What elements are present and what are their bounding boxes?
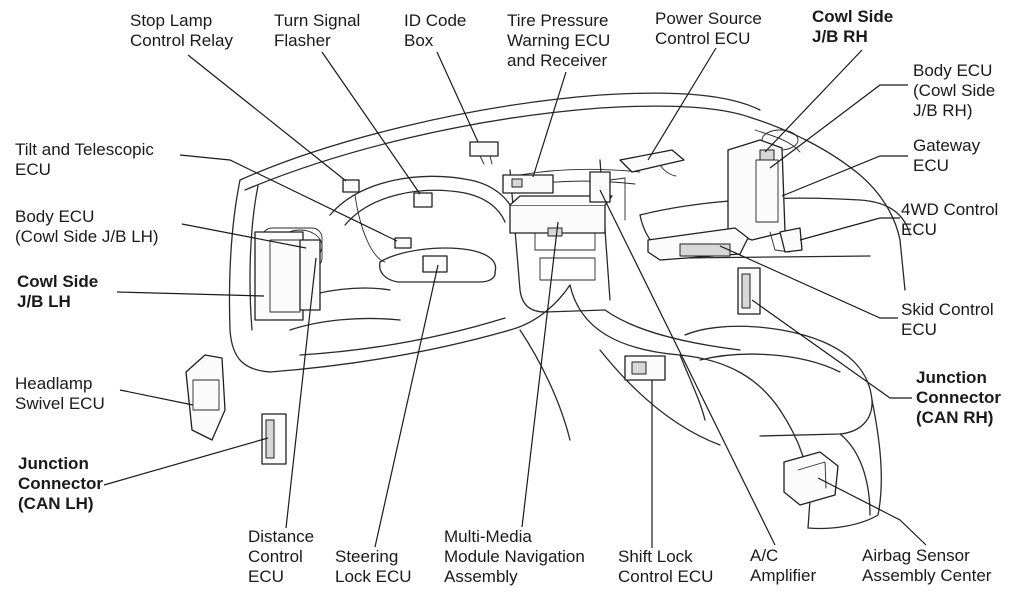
skid-control-ecu-line-2: ECU <box>901 320 937 339</box>
junction-connector-can-lh-line-2: Connector <box>18 474 103 493</box>
distance-control-ecu-line-1: Distance <box>248 527 314 546</box>
shift-lock-control-ecu-line-2: Control ECU <box>618 567 713 586</box>
multi-media-module-navigation-assembly-line-1: Multi-Media <box>444 527 532 546</box>
leader-cowl-side-jb-rh <box>764 49 863 153</box>
leader-multi-media-module-navigation-assembly <box>521 221 559 528</box>
leader-power-source-control-ecu <box>647 47 717 161</box>
leader-body-ecu-cowl-side-jb-lh <box>181 223 307 249</box>
skid-control-ecu-line-1: Skid Control <box>901 300 994 319</box>
leader-gateway-ecu <box>781 155 908 197</box>
cowl-side-jb-lh-line-1: Cowl Side <box>17 272 98 291</box>
headlamp-swivel-ecu-line-1: Headlamp <box>15 374 93 393</box>
leader-turn-signal-flasher <box>321 51 421 195</box>
ac-amplifier-line-2: Amplifier <box>750 566 816 585</box>
shift-lock-control-ecu-line-1: Shift Lock <box>618 547 693 566</box>
4wd-control-ecu-line-2: ECU <box>901 220 937 239</box>
junction-connector-can-rh-line-1: Junction <box>916 368 987 387</box>
power-source-control-ecu-line-2: Control ECU <box>655 29 750 48</box>
body-ecu-cowl-side-jb-lh-line-1: Body ECU <box>15 207 94 226</box>
body-ecu-cowl-side-jb-rh-line-3: J/B RH) <box>913 101 973 120</box>
leader-junction-connector-can-lh <box>103 437 269 486</box>
stop-lamp-control-relay-line-2: Control Relay <box>130 31 233 50</box>
junction-connector-can-rh-line-2: Connector <box>916 388 1001 407</box>
multi-media-module-navigation-assembly-line-2: Module Navigation <box>444 547 585 566</box>
id-code-box-line-1: ID Code <box>404 11 466 30</box>
cowl-side-jb-lh-line-2: J/B LH <box>17 292 71 311</box>
leader-stop-lamp-control-relay <box>187 54 347 182</box>
stop-lamp-control-relay-line-1: Stop Lamp <box>130 11 212 30</box>
leader-tilt-and-telescopic-ecu <box>179 154 398 242</box>
body-ecu-cowl-side-jb-lh-line-2: (Cowl Side J/B LH) <box>15 227 159 246</box>
body-ecu-cowl-side-jb-rh-line-2: (Cowl Side <box>913 81 995 100</box>
leader-lines <box>103 47 927 548</box>
steering-lock-ecu-line-1: Steering <box>335 547 398 566</box>
distance-control-ecu-line-3: ECU <box>248 567 284 586</box>
gateway-ecu-line-2: ECU <box>913 156 949 175</box>
tire-pressure-warning-ecu-line-1: Tire Pressure <box>507 11 608 30</box>
cowl-side-jb-rh-line-2: J/B RH <box>812 27 868 46</box>
leader-junction-connector-can-rh <box>751 299 912 399</box>
components <box>185 139 839 506</box>
junction-connector-can-rh-line-3: (CAN RH) <box>916 408 993 427</box>
body-ecu-cowl-side-jb-rh-line-1: Body ECU <box>913 61 992 80</box>
leader-ac-amplifier <box>599 189 776 546</box>
tilt-and-telescopic-ecu-line-1: Tilt and Telescopic <box>15 140 154 159</box>
airbag-sensor-assembly-center-line-2: Assembly Center <box>862 566 992 585</box>
multi-media-module-navigation-assembly-line-3: Assembly <box>444 567 518 586</box>
tire-pressure-warning-ecu-line-2: Warning ECU <box>507 31 610 50</box>
steering-lock-ecu-line-2: Lock ECU <box>335 567 412 586</box>
gateway-ecu-line-1: Gateway <box>913 136 981 155</box>
ac-amplifier-line-1: A/C <box>750 546 778 565</box>
leader-steering-lock-ecu <box>374 264 439 548</box>
leader-cowl-side-jb-lh <box>116 291 265 297</box>
leader-tire-pressure-warning-ecu <box>532 71 567 178</box>
power-source-control-ecu-line-1: Power Source <box>655 9 762 28</box>
turn-signal-flasher-line-1: Turn Signal <box>274 11 360 30</box>
leader-airbag-sensor-assembly-center <box>817 477 927 546</box>
leader-id-code-box <box>436 51 479 143</box>
junction-connector-can-lh-line-3: (CAN LH) <box>18 494 94 513</box>
distance-control-ecu-line-2: Control <box>248 547 303 566</box>
airbag-sensor-assembly-center-line-1: Airbag Sensor <box>862 546 970 565</box>
leader-headlamp-swivel-ecu <box>119 389 194 406</box>
cowl-side-jb-rh-line-1: Cowl Side <box>812 7 893 26</box>
leader-body-ecu-cowl-side-jb-rh <box>769 84 908 169</box>
tire-pressure-warning-ecu-line-3: and Receiver <box>507 51 608 70</box>
4wd-control-ecu-line-1: 4WD Control <box>901 200 998 219</box>
leader-skid-control-ecu <box>719 245 898 319</box>
leader-distance-control-ecu <box>285 257 317 529</box>
turn-signal-flasher-line-2: Flasher <box>274 31 331 50</box>
leader-4wd-control-ecu <box>799 217 900 241</box>
id-code-box-line-2: Box <box>404 31 434 50</box>
junction-connector-can-lh-line-1: Junction <box>18 454 89 473</box>
label-body-ecu-cowl-side-jb-lh: Body ECU(Cowl Side J/B LH) <box>15 207 159 246</box>
tilt-and-telescopic-ecu-line-2: ECU <box>15 160 51 179</box>
headlamp-swivel-ecu-line-2: Swivel ECU <box>15 394 105 413</box>
